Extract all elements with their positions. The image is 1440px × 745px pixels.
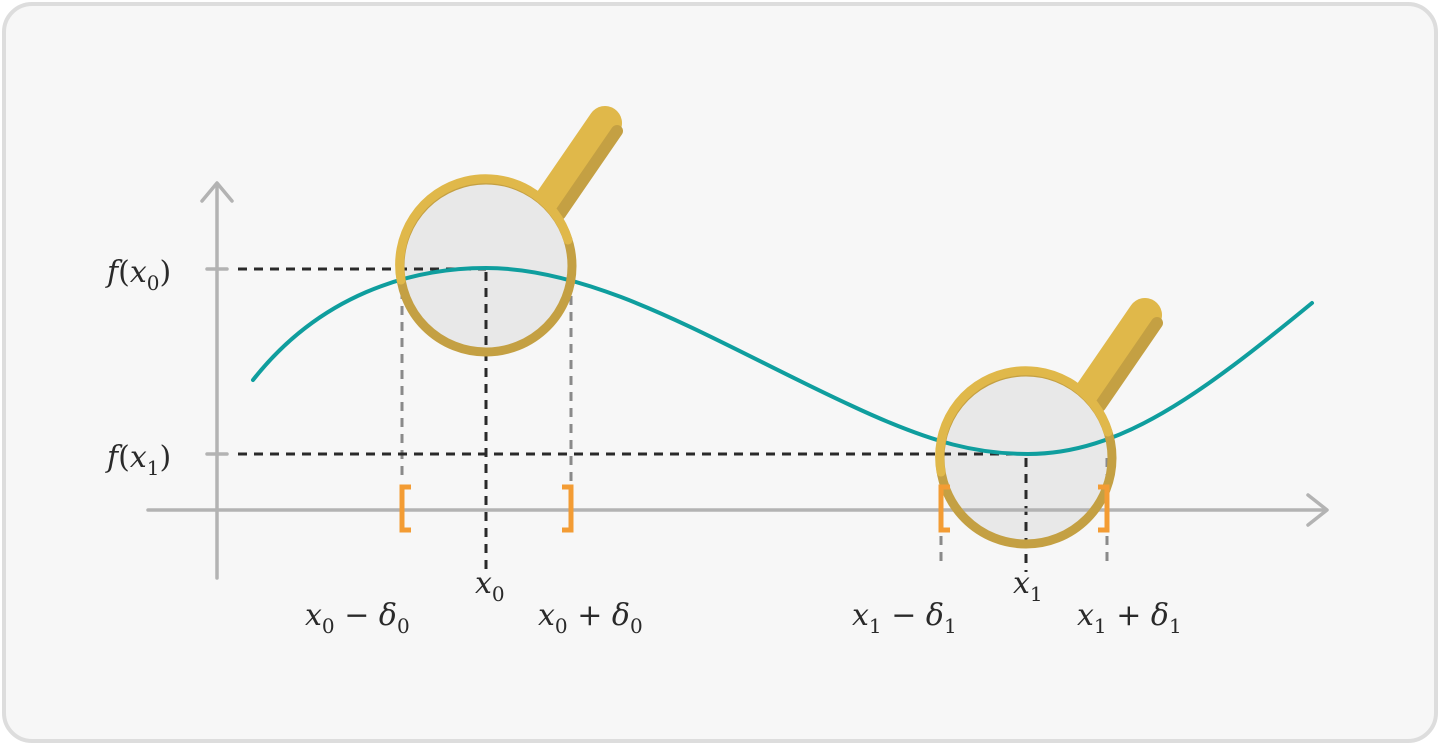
label-x1-plus-delta1: x1 + δ1 — [1077, 598, 1182, 638]
magnifier-0-handle — [531, 106, 623, 223]
function-curve — [251, 265, 1314, 457]
label-x0-minus-delta0: x0 − δ0 — [305, 598, 410, 638]
lens-0-guides — [400, 267, 488, 352]
label-x1-minus-delta1: x1 − δ1 — [852, 598, 957, 638]
x-axis-arrowhead — [1306, 493, 1329, 527]
bracket-right-x1 — [1098, 484, 1110, 533]
label-f-x0: f(x0) — [105, 255, 171, 295]
magnifier-1-handle — [1071, 298, 1163, 415]
y-axis-arrowhead — [200, 181, 234, 203]
delta-guides — [400, 290, 1109, 568]
magnifier-1-rim — [935, 366, 1113, 477]
label-f-x1: f(x1) — [105, 440, 171, 480]
label-x0: x0 — [475, 566, 505, 606]
bracket-left-x0 — [399, 484, 411, 533]
label-x1: x1 — [1013, 566, 1043, 606]
magnifier-0-rim — [395, 174, 573, 285]
label-x0-plus-delta0: x0 + δ0 — [538, 598, 643, 638]
bracket-left-x1 — [938, 484, 950, 533]
bracket-right-x0 — [562, 484, 574, 533]
axes — [146, 181, 1329, 580]
interval-brackets — [399, 484, 1110, 533]
